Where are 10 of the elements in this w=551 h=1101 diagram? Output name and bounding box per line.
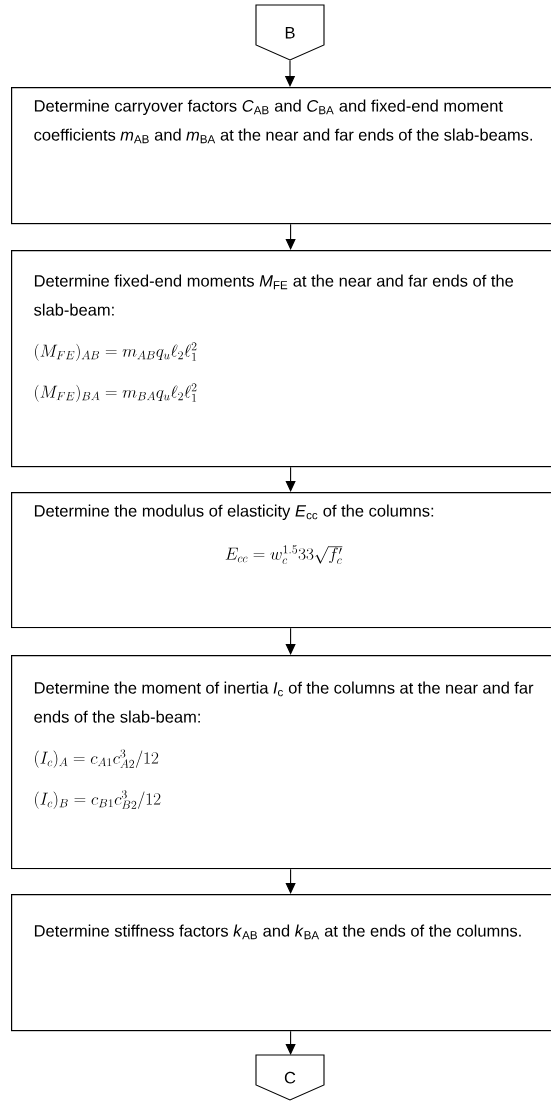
process-box: Determine the moment of inertia I$_{c}$ of the columns at the near and far ends of the slab-beam: $(I_c)_A = c_{A1}c_{A2}^3/12$ $(I_c)_B = c_{B1}c_{B2}^3/12$ bbox=[11, 655, 551, 870]
arrow bbox=[285, 1030, 296, 1055]
arrow bbox=[285, 868, 296, 894]
arrow bbox=[285, 223, 296, 250]
arrow bbox=[285, 466, 296, 492]
process-box: Determine stiffness factors k$_{AB}$ and k$_{BA}$ at the ends of the columns. bbox=[11, 894, 551, 1032]
arrow bbox=[285, 627, 296, 655]
process-box: Determine the modulus of elasticity E$_{cc}$ of the columns: $E_{cc} = w_c^{1.5}33\sqrt{f'_c}$ bbox=[11, 492, 551, 629]
process-box: Determine carryover factors C$_{AB}$ and C$_{BA}$ and fixed-end moment coefficients m$_{AB}$ and m$_{BA}$ at the near and far ends of the slab-beams. bbox=[11, 87, 551, 225]
process-box: Determine fixed-end moments M$_{FE}$ at the near and far ends of the slab-beam: $(M_{FE})_{AB} = m_{AB}q_u\ell_2\ell_1^2$ $(M_{FE})_{BA} = m_{BA}q_u\ell_2\ell_1^2$ bbox=[11, 250, 551, 468]
